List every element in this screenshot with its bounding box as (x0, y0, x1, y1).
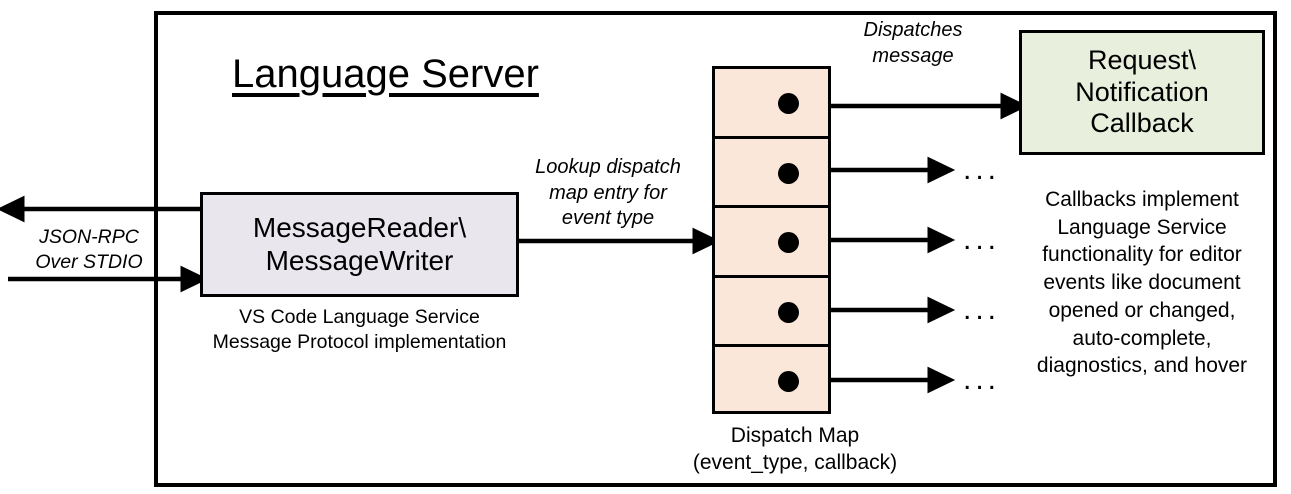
dispatch-map[interactable] (712, 66, 831, 414)
dispatch-map-caption: Dispatch Map (event_type, callback) (692, 424, 898, 475)
request-notification-callback-label: Request\ Notification Callback (1075, 45, 1209, 139)
dispatch-map-row[interactable] (715, 139, 828, 209)
ellipsis-row-3: ... (963, 223, 1001, 256)
language-server-frame (154, 11, 1277, 487)
dispatch-map-row[interactable] (715, 278, 828, 348)
callback-dot (778, 162, 799, 184)
message-reader-writer-box[interactable]: MessageReader\ MessageWriter (200, 192, 519, 297)
callbacks-description: Callbacks implement Language Service fun… (1036, 188, 1248, 378)
callback-dot (778, 93, 799, 114)
callback-dot (778, 232, 799, 254)
dispatch-map-row[interactable] (715, 347, 828, 417)
callback-dot (778, 301, 799, 323)
dispatch-map-row[interactable] (715, 69, 828, 139)
lookup-dispatch-label: Lookup dispatch map entry for event type (535, 156, 681, 230)
ellipsis-row-2: ... (963, 153, 1001, 186)
jsonrpc-label: JSON-RPC Over STDIO (35, 226, 143, 273)
message-reader-writer-caption: VS Code Language Service Message Protoco… (212, 306, 507, 354)
ellipsis-row-5: ... (963, 363, 1001, 396)
page-title: Language Server (232, 52, 539, 96)
callback-dot (778, 371, 799, 393)
request-notification-callback-box[interactable]: Request\ Notification Callback (1019, 30, 1265, 155)
ellipsis-row-4: ... (963, 293, 1001, 326)
dispatch-map-row[interactable] (715, 208, 828, 278)
dispatches-message-label: Dispatches message (863, 19, 963, 67)
message-reader-writer-label: MessageReader\ MessageWriter (252, 212, 467, 276)
